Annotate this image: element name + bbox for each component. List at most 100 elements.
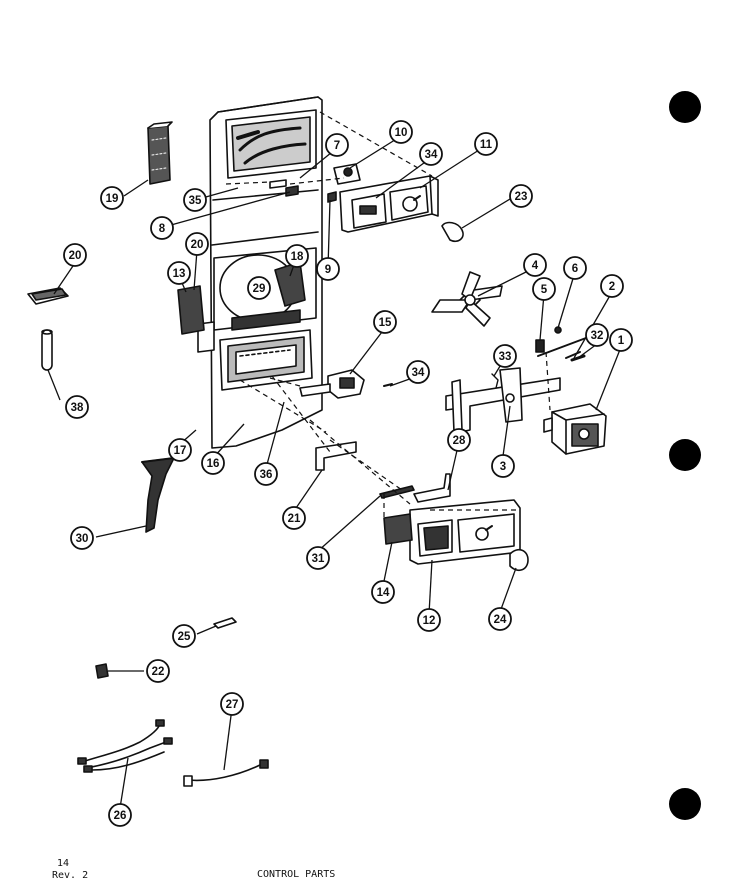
callout-label: 34 <box>412 367 425 379</box>
leader-lines <box>47 137 622 809</box>
wire-harness-part <box>77 719 173 773</box>
callout-label: 28 <box>453 435 466 447</box>
thermostat-switch-part <box>333 163 361 185</box>
display-window-part <box>219 329 313 391</box>
callout-circle <box>168 438 192 462</box>
assembly-guide-lines <box>225 111 551 520</box>
callout-circle <box>563 256 587 280</box>
callout-label: 7 <box>334 140 340 152</box>
callout-label: 26 <box>114 810 127 822</box>
callout-label: 12 <box>423 615 436 627</box>
callout-label: 13 <box>173 268 186 280</box>
upper-control-bracket-part <box>339 175 439 233</box>
callout-34a: 34 <box>419 142 443 166</box>
callout-label: 8 <box>159 223 166 235</box>
revision-label: Rev. 2 <box>52 870 89 881</box>
callout-2: 2 <box>600 274 624 298</box>
callout-8: 8 <box>150 216 174 240</box>
callout-circle <box>183 188 207 212</box>
callout-circle <box>325 133 349 157</box>
callout-label: 35 <box>189 195 202 207</box>
registration-dot-bottom <box>669 788 701 820</box>
callout-circle <box>474 132 498 156</box>
callout-35: 35 <box>183 188 207 212</box>
callout-circle <box>371 580 395 604</box>
callout-30: 30 <box>70 526 94 550</box>
callout-label: 1 <box>618 335 625 347</box>
callout-label: 24 <box>494 614 507 626</box>
callout-label: 38 <box>71 402 84 414</box>
callout-24: 24 <box>488 607 512 631</box>
callout-label: 19 <box>106 193 119 205</box>
pad-part <box>27 287 69 305</box>
callout-label: 31 <box>312 553 325 565</box>
callout-circle <box>254 462 278 486</box>
callout-29: 29 <box>247 276 271 300</box>
callout-17: 17 <box>168 438 192 462</box>
callout-38: 38 <box>65 395 89 419</box>
callout-circle <box>491 454 515 478</box>
callout-circle <box>108 803 132 827</box>
callout-label: 34 <box>425 149 438 161</box>
callout-14: 14 <box>371 580 395 604</box>
callout-circle <box>167 261 191 285</box>
callout-label: 16 <box>207 458 220 470</box>
callout-36: 36 <box>254 462 278 486</box>
callout-21: 21 <box>282 506 306 530</box>
callout-circle <box>316 257 340 281</box>
callout-label: 17 <box>174 445 187 457</box>
callout-label: 22 <box>152 666 165 678</box>
callout-label: 2 <box>609 281 615 293</box>
callout-circle <box>493 344 517 368</box>
callout-label: 20 <box>69 250 82 262</box>
callout-label: 10 <box>395 127 408 139</box>
callout-circle <box>523 253 547 277</box>
callout-circle <box>447 428 471 452</box>
callout-4: 4 <box>523 253 547 277</box>
callout-circle <box>247 276 271 300</box>
callout-3: 3 <box>491 454 515 478</box>
callout-11: 11 <box>474 132 498 156</box>
registration-dot-top <box>669 91 701 123</box>
callout-10: 10 <box>389 120 413 144</box>
callout-5: 5 <box>532 277 556 301</box>
callout-label: 21 <box>288 513 301 525</box>
callout-1: 1 <box>609 328 633 352</box>
callout-label: 23 <box>515 191 528 203</box>
callout-label: 25 <box>178 631 191 643</box>
callout-label: 9 <box>325 264 331 276</box>
callout-15: 15 <box>373 310 397 334</box>
callout-circle <box>65 395 89 419</box>
callout-circle <box>419 142 443 166</box>
callout-circle <box>150 216 174 240</box>
callout-circle <box>100 186 124 210</box>
callout-25: 25 <box>172 624 196 648</box>
callout-19: 19 <box>100 186 124 210</box>
callout-22: 22 <box>146 659 170 683</box>
callout-circle <box>146 659 170 683</box>
callout-6: 6 <box>563 256 587 280</box>
callout-23: 23 <box>509 184 533 208</box>
callout-label: 3 <box>500 461 506 473</box>
callout-circle <box>185 232 209 256</box>
callout-label: 32 <box>591 330 604 342</box>
callout-label: 29 <box>253 283 266 295</box>
callout-20b: 20 <box>185 232 209 256</box>
callout-circle <box>282 506 306 530</box>
callout-18: 18 <box>285 244 309 268</box>
callout-circle <box>63 243 87 267</box>
callout-label: 11 <box>480 139 493 151</box>
callout-34b: 34 <box>406 360 430 384</box>
callout-label: 4 <box>532 260 539 272</box>
callout-26: 26 <box>108 803 132 827</box>
callout-label: 14 <box>377 587 390 599</box>
callout-label: 6 <box>572 263 578 275</box>
callout-16: 16 <box>201 451 225 475</box>
callout-33: 33 <box>493 344 517 368</box>
registration-marks <box>669 91 701 820</box>
callout-12: 12 <box>417 608 441 632</box>
callout-circle <box>488 607 512 631</box>
upper-grille-part <box>225 109 317 179</box>
callout-label: 18 <box>291 251 304 263</box>
